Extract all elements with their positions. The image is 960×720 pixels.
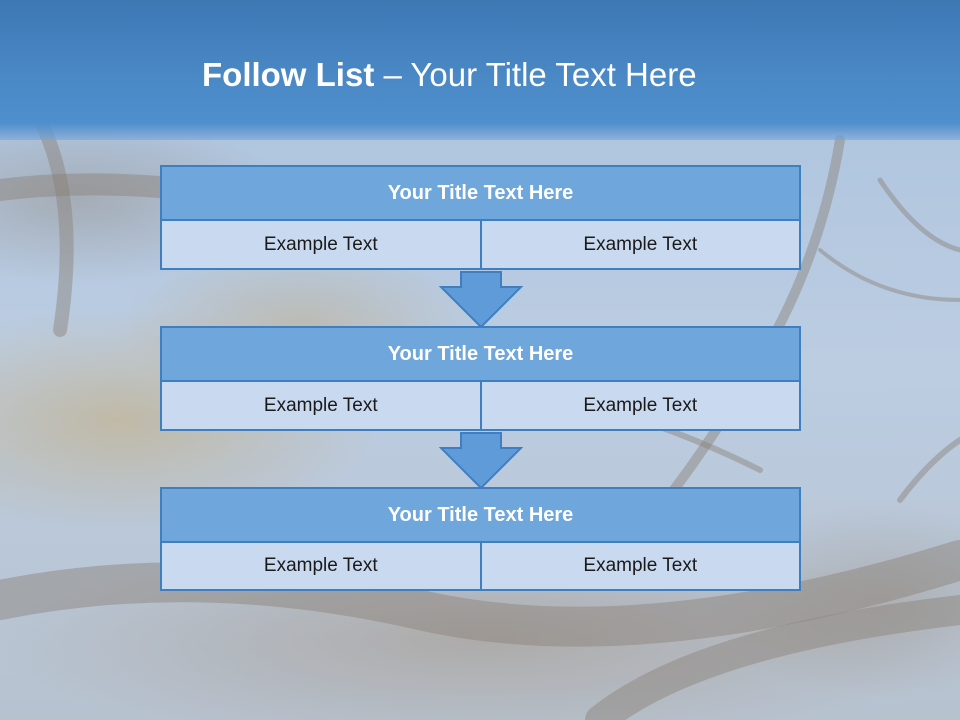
step-box-2: Your Title Text Here Example Text Exampl… xyxy=(160,326,801,431)
step-cell-left: Example Text xyxy=(160,382,482,431)
page-title: Follow List – Your Title Text Here xyxy=(202,56,697,94)
down-arrow-icon xyxy=(439,271,523,329)
page-title-bold: Follow List xyxy=(202,56,375,93)
step-box-3: Your Title Text Here Example Text Exampl… xyxy=(160,487,801,591)
title-bar: Follow List – Your Title Text Here xyxy=(0,0,960,140)
step-cell-left: Example Text xyxy=(160,221,482,270)
step-box-1: Your Title Text Here Example Text Exampl… xyxy=(160,165,801,270)
step-cell-right: Example Text xyxy=(481,221,801,270)
step-cell-right: Example Text xyxy=(481,543,801,591)
step-title: Your Title Text Here xyxy=(160,326,801,382)
page-title-subtitle: – Your Title Text Here xyxy=(374,56,697,93)
step-cell-left: Example Text xyxy=(160,543,482,591)
step-cell-right: Example Text xyxy=(481,382,801,431)
step-title: Your Title Text Here xyxy=(160,487,801,543)
step-title: Your Title Text Here xyxy=(160,165,801,221)
down-arrow-icon xyxy=(439,432,523,490)
